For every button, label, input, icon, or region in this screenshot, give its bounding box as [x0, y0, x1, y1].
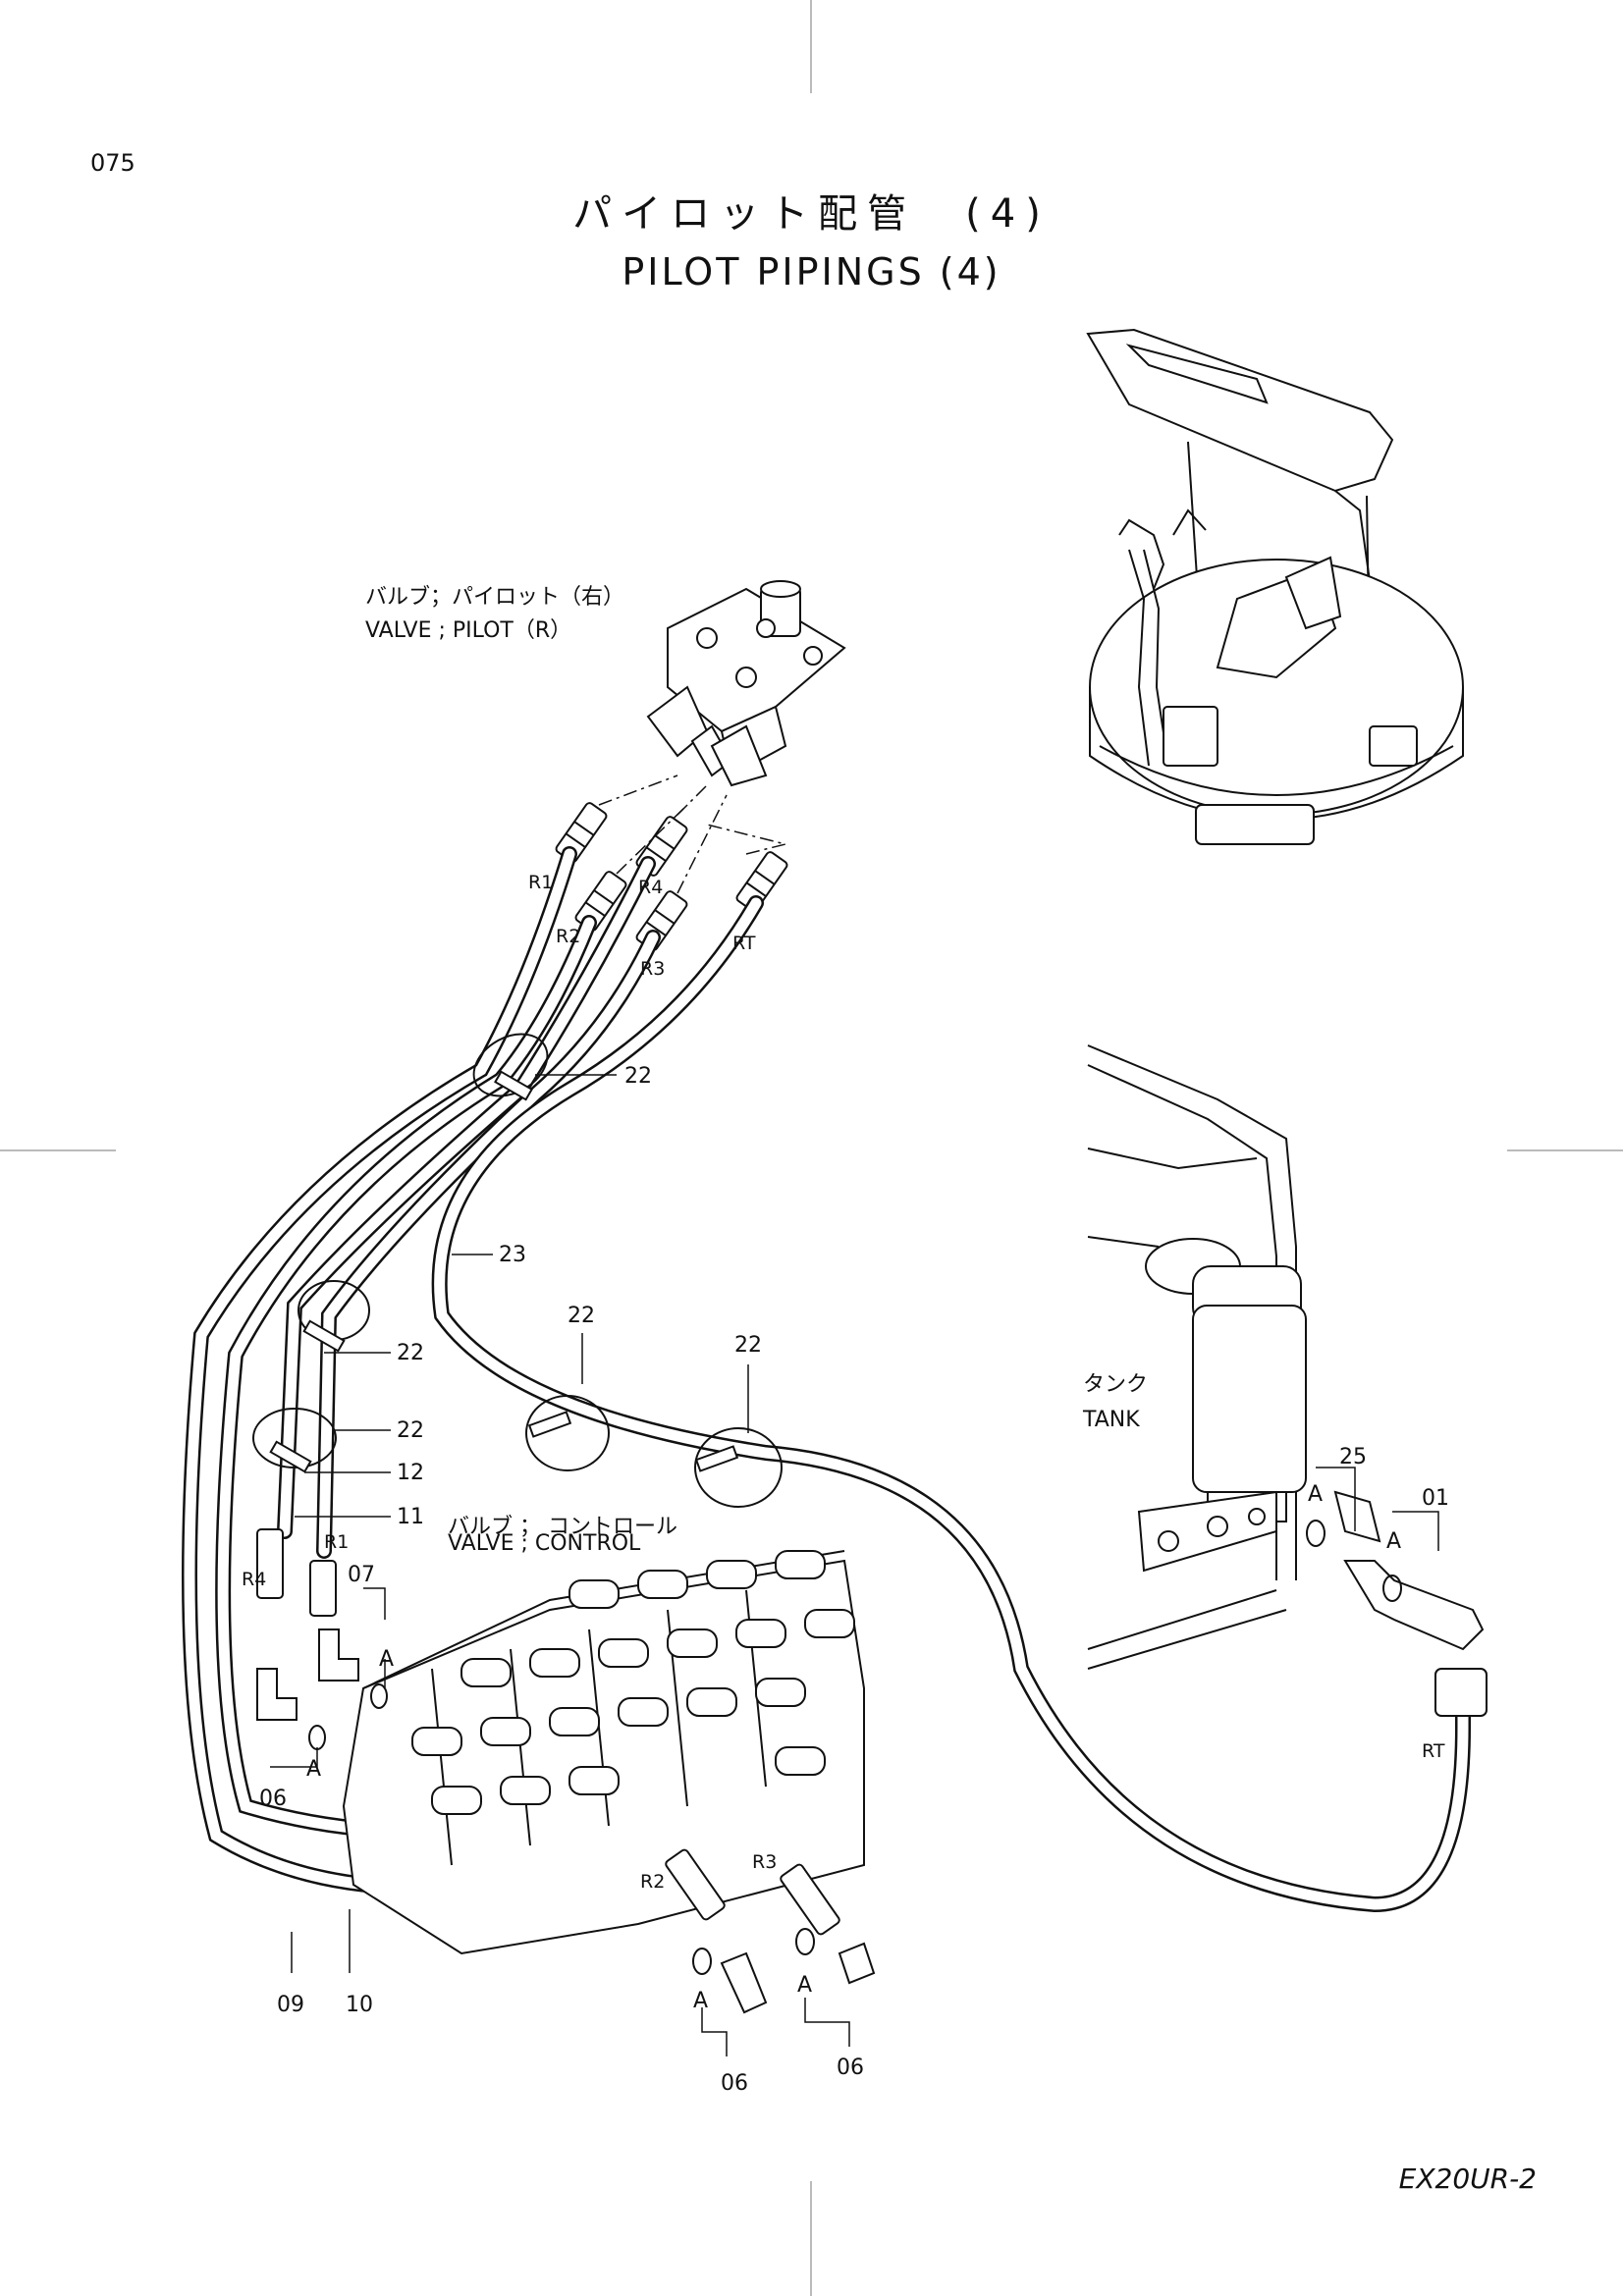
port-r1-label: R1: [528, 872, 554, 893]
port-r4-valve-label: R4: [242, 1569, 267, 1590]
tank-label-jp: タンク: [1083, 1372, 1149, 1397]
page-title: PILOT PIPINGS (4): [622, 250, 1001, 294]
excavator-overview-illustration: [1086, 328, 1464, 845]
callout-06: 06: [259, 1787, 287, 1811]
detail-a-mark: A: [379, 1647, 395, 1672]
port-r3-valve-label: R3: [752, 1851, 778, 1873]
detail-a-mark: A: [693, 1989, 709, 2013]
pilot-valve-right-illustration: [646, 580, 846, 787]
control-valve-label-jp: バルブ ； コントロール: [448, 1515, 677, 1539]
port-r2-valve-label: R2: [640, 1871, 666, 1893]
callout-10: 10: [346, 1993, 373, 2017]
elbow-fittings: [256, 1490, 1488, 2014]
detail-a-mark: A: [1386, 1529, 1402, 1554]
control-valve-ports: [411, 1550, 855, 1815]
callout-23: 23: [499, 1243, 526, 1267]
callout-22: 22: [397, 1341, 424, 1365]
callout-07: 07: [348, 1563, 375, 1587]
callout-22: 22: [397, 1418, 424, 1443]
detail-a-mark: A: [797, 1973, 813, 1998]
callout-22: 22: [624, 1064, 652, 1089]
port-rt-label: RT: [732, 933, 756, 954]
callout-25: 25: [1339, 1445, 1367, 1469]
hydraulic-tank-illustration: [1087, 1044, 1307, 1670]
detail-a-mark: A: [306, 1757, 322, 1782]
control-valve-illustration: [342, 1550, 865, 1955]
callout-06: 06: [837, 2056, 864, 2080]
callout-22: 22: [568, 1304, 595, 1328]
callout-leaders: [270, 1074, 1439, 2056]
tank-label: TANK: [1083, 1408, 1140, 1432]
page-title-japanese: パイロット配管 (4): [572, 191, 1051, 237]
callout-09: 09: [277, 1993, 304, 2017]
port-r4-label: R4: [638, 877, 664, 898]
detail-a-mark: A: [1308, 1482, 1324, 1507]
callout-12: 12: [397, 1461, 424, 1485]
pilot-valve-label: VALVE ; PILOT（R）: [365, 618, 572, 643]
callout-01: 01: [1422, 1486, 1449, 1511]
model-code: EX20UR-2: [1398, 2163, 1537, 2195]
page-number: 075: [90, 149, 135, 177]
port-rt-tank-label: RT: [1422, 1740, 1445, 1762]
callout-11: 11: [397, 1505, 424, 1529]
port-r1-valve-label: R1: [324, 1531, 350, 1553]
port-r2-label: R2: [556, 926, 581, 947]
control-valve-label: VALVE ; CONTROL: [448, 1531, 641, 1556]
callout-22: 22: [734, 1333, 762, 1358]
hose-clamps: [252, 1033, 783, 1508]
pilot-valve-label-jp: バルブ；パイロット（右）: [365, 585, 625, 610]
port-r3-label: R3: [640, 958, 666, 980]
callout-06: 06: [721, 2071, 748, 2096]
